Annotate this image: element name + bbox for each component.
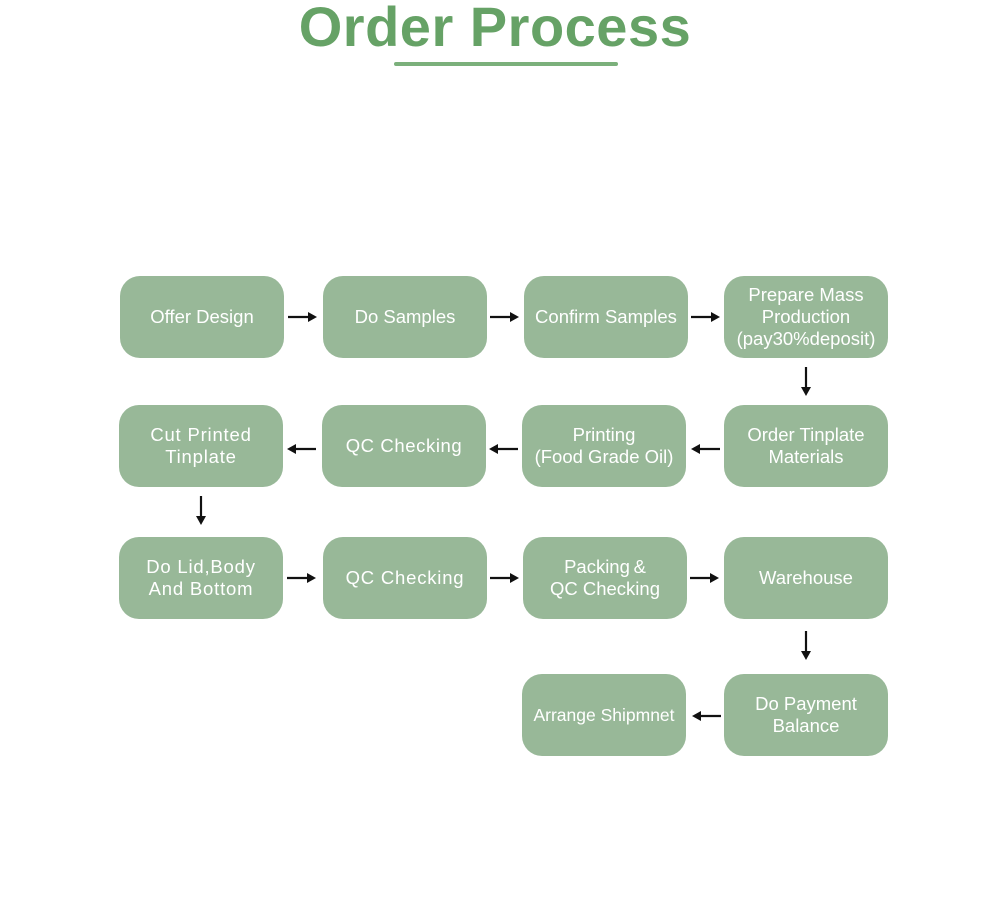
step-confirm-samples: Confirm Samples [524, 276, 688, 358]
arrow-left-icon [691, 709, 721, 723]
step-printing: Printing (Food Grade Oil) [522, 405, 686, 487]
arrow-right-icon [287, 571, 317, 585]
page-title: Order Process [298, 0, 692, 58]
step-arrange-shipment: Arrange Shipmnet [522, 674, 686, 756]
step-warehouse: Warehouse [724, 537, 888, 619]
arrow-right-icon [691, 310, 721, 324]
arrow-right-icon [690, 571, 720, 585]
step-cut-printed-tinplate: Cut Printed Tinplate [119, 405, 283, 487]
step-offer-design: Offer Design [120, 276, 284, 358]
arrow-left-icon [690, 442, 720, 456]
step-do-payment-balance: Do Payment Balance [724, 674, 888, 756]
arrow-right-icon [288, 310, 318, 324]
arrow-down-icon [799, 367, 813, 397]
step-order-tinplate-materials: Order Tinplate Materials [724, 405, 888, 487]
arrow-left-icon [286, 442, 316, 456]
step-do-samples: Do Samples [323, 276, 487, 358]
arrow-right-icon [490, 571, 520, 585]
step-do-lid-body-bottom: Do Lid,Body And Bottom [119, 537, 283, 619]
step-qc-checking-2: QC Checking [323, 537, 487, 619]
title-underline [394, 62, 618, 66]
step-packing-qc-checking: Packing & QC Checking [523, 537, 687, 619]
arrow-right-icon [490, 310, 520, 324]
arrow-down-icon [194, 496, 208, 526]
arrow-down-icon [799, 631, 813, 661]
step-qc-checking-1: QC Checking [322, 405, 486, 487]
arrow-left-icon [488, 442, 518, 456]
step-prepare-mass-production: Prepare Mass Production (pay30%deposit) [724, 276, 888, 358]
